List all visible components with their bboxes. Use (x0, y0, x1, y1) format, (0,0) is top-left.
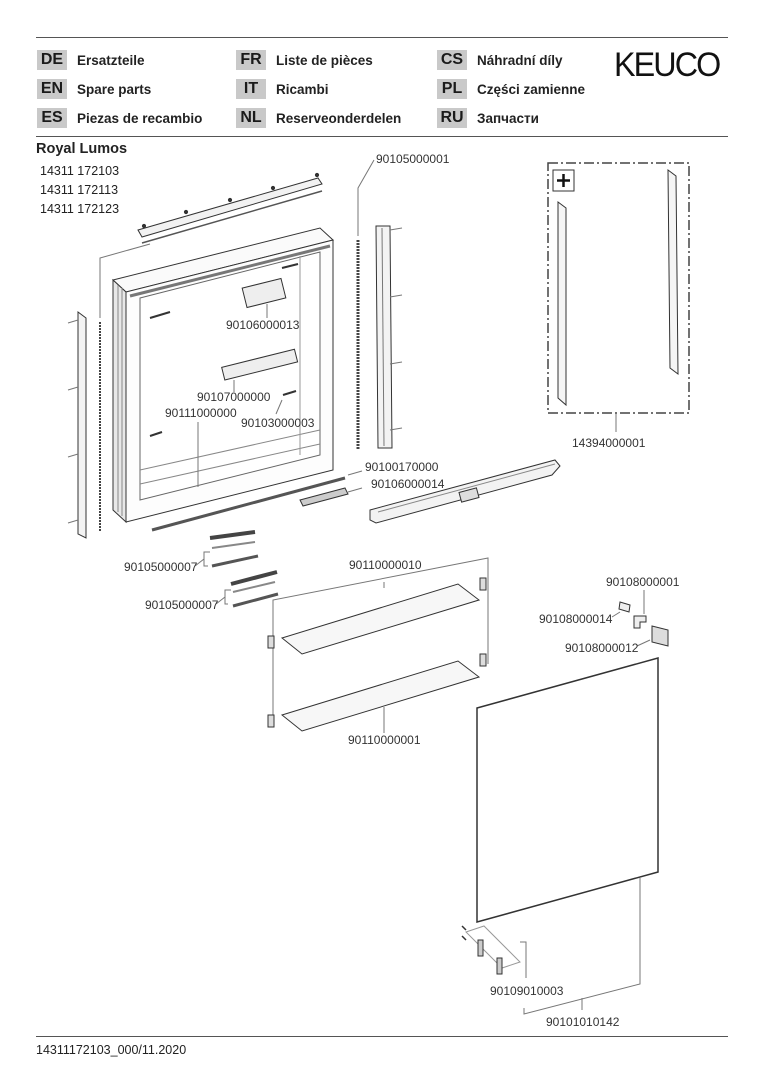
seal-sets-part (194, 530, 279, 608)
mirror-door-part (476, 657, 659, 923)
lang-code: EN (37, 79, 67, 99)
part-number-magnet-strip: 90103000003 (241, 416, 315, 430)
lang-code: RU (437, 108, 467, 128)
part-number-seal-set-1: 90105000007 (124, 560, 198, 574)
part-number-accessory-set: 14394000001 (572, 436, 646, 450)
header-bottom-rule (36, 136, 728, 137)
lang-code: PL (437, 79, 467, 99)
part-number-glass-shelf: 90110000001 (348, 733, 421, 747)
bottom-light-profile-part (369, 459, 561, 524)
part-number-bottom-strip: 90100170000 (365, 460, 439, 474)
lang-code: CS (437, 50, 467, 70)
part-number-switch-unit: 90106000014 (371, 477, 445, 491)
lang-label: Náhradní díly (477, 52, 563, 68)
lang-label: Reserveonderdelen (276, 110, 402, 126)
lang-label: Liste de pièces (276, 52, 373, 68)
lang-row-en: EN Spare parts (37, 78, 151, 100)
part-number-seal-set-2: 90105000007 (145, 598, 219, 612)
lang-code: FR (236, 50, 266, 70)
product-title: Royal Lumos (36, 141, 128, 157)
hinge-parts (611, 590, 669, 647)
lang-label: Ricambi (276, 81, 329, 97)
part-number-hinge-cover: 90108000001 (606, 575, 680, 589)
part-number-led-driver: 90107000000 (197, 390, 271, 404)
cabinet-body-part (111, 227, 335, 524)
lang-code: IT (236, 79, 266, 99)
led-driver-part (221, 348, 299, 381)
lang-row-de: DE Ersatzteile (37, 49, 145, 71)
left-side-panel-part (67, 243, 151, 539)
part-number-cabinet-body: 90111000000 (165, 406, 237, 420)
lang-label: Ersatzteile (77, 52, 145, 68)
model-number: 14311 172103 (40, 164, 120, 178)
model-number: 14311 172113 (40, 183, 119, 197)
part-number-shelf-supports: 90110000010 (349, 558, 422, 572)
part-number-driver-box: 90106000013 (226, 318, 300, 332)
door-handles-part (461, 925, 527, 978)
lang-label: Piezas de recambio (77, 110, 203, 126)
lang-row-it: IT Ricambi (236, 78, 329, 100)
bottom-strip-part (151, 476, 346, 532)
lang-label: Części zamienne (477, 81, 586, 97)
lang-row-cs: CS Náhradní díly (437, 49, 563, 71)
switch-unit-part (299, 487, 349, 507)
lang-label: Запчасти (477, 110, 539, 126)
lang-code: ES (37, 108, 67, 128)
lang-row-nl: NL Reserveonderdelen (236, 107, 401, 129)
driver-box-part (241, 277, 287, 309)
model-number: 14311 172123 (40, 202, 120, 216)
part-number-hinge-plate: 90108000014 (539, 612, 613, 626)
glass-shelves-part (267, 557, 489, 733)
right-side-profile-part (356, 159, 403, 450)
lang-row-pl: PL Części zamienne (437, 78, 585, 100)
footer-rule (36, 1036, 728, 1037)
lang-row-ru: RU Запчасти (437, 107, 539, 129)
part-number-top-cover: 90105000001 (376, 152, 450, 166)
part-number-mirror-door: 90101010142 (546, 1015, 620, 1029)
accessory-set-box (547, 162, 690, 432)
lang-row-es: ES Piezas de recambio (37, 107, 202, 129)
document-id: 14311172103_000/11.2020 (36, 1043, 187, 1057)
lang-code: NL (236, 108, 266, 128)
keuco-logo: KEUCO (614, 46, 721, 84)
lang-code: DE (37, 50, 67, 70)
lang-label: Spare parts (77, 81, 152, 97)
lang-row-fr: FR Liste de pièces (236, 49, 373, 71)
part-number-hinge: 90108000012 (565, 641, 639, 655)
part-number-door-handles: 90109010003 (490, 984, 564, 998)
top-rule (36, 37, 728, 38)
top-cover-part (137, 172, 323, 244)
